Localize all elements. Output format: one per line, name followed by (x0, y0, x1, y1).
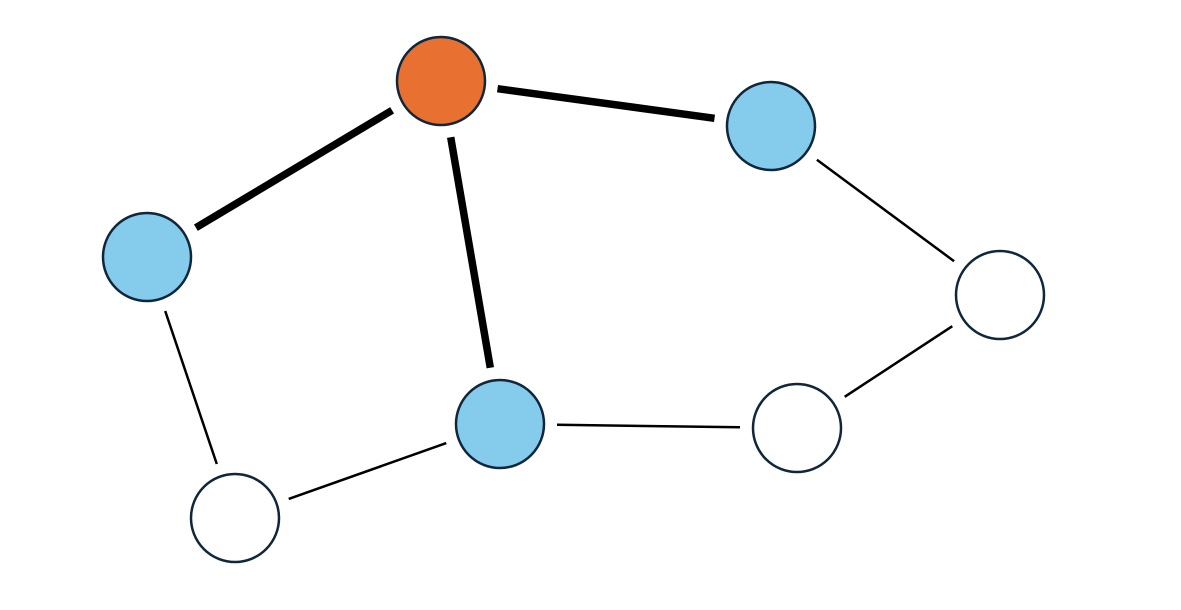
node-bottom-right-unvisited (751, 382, 843, 474)
edge-n-top-n-left (193, 107, 395, 231)
node-center-visited (454, 378, 546, 470)
edge-n-bottom-right-n-center (556, 423, 741, 429)
edge-n-right-upper-n-far-right (816, 158, 955, 263)
edge-n-far-right-n-bottom-right (844, 325, 953, 398)
node-bottom-left-unvisited (189, 472, 281, 564)
edge-n-top-n-right-upper (496, 84, 716, 123)
node-far-right-unvisited (954, 249, 1046, 341)
nodes-layer (101, 35, 1046, 564)
node-right-upper-visited (725, 80, 817, 172)
node-top-source (395, 35, 487, 127)
edge-n-center-n-bottom-left (288, 441, 447, 501)
edge-n-top-n-center (447, 136, 494, 369)
edges-layer (164, 84, 955, 501)
edge-n-bottom-left-n-left (164, 310, 218, 465)
node-left-visited (101, 211, 193, 303)
